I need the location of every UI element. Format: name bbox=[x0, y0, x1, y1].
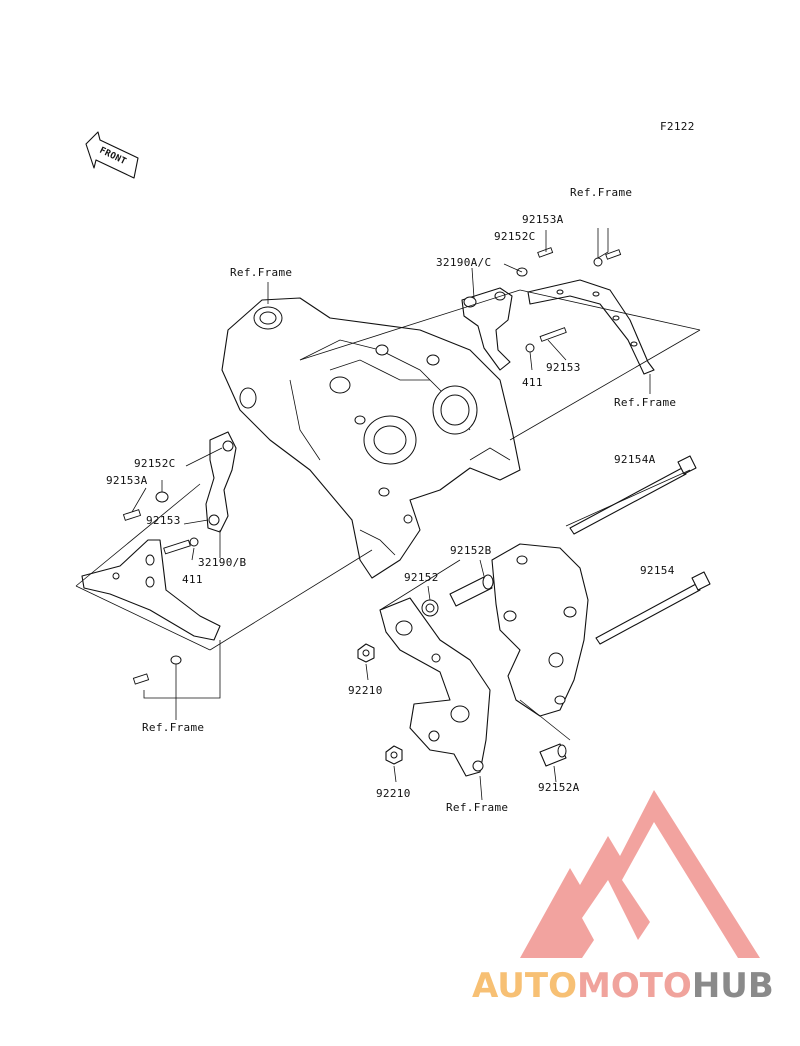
bracket-32190ac bbox=[461, 287, 513, 371]
bolt-92153-left bbox=[163, 539, 191, 555]
diagram-code: F2122 bbox=[660, 120, 695, 133]
washer-92152c-left bbox=[155, 491, 169, 503]
bolt-92153a-top bbox=[537, 247, 554, 258]
washer-411-top bbox=[525, 343, 535, 353]
front-arrow-icon: FRONT bbox=[85, 131, 139, 179]
leader-lines bbox=[75, 228, 701, 801]
label-92153a-left: 92153A bbox=[106, 474, 148, 487]
watermark-moto: MOTO bbox=[577, 966, 692, 1006]
nut-92210-b bbox=[385, 745, 403, 765]
bracket-32190b bbox=[205, 431, 237, 533]
stay-right-arm bbox=[527, 279, 655, 375]
washer-411-left bbox=[189, 537, 199, 547]
label-ref-frame-left: Ref.Frame bbox=[142, 721, 204, 734]
label-ref-frame-bottom: Ref.Frame bbox=[446, 801, 508, 814]
bolt-92154a bbox=[569, 455, 697, 535]
label-92152: 92152 bbox=[404, 571, 439, 584]
engine-bracket-lower bbox=[379, 597, 491, 777]
watermark-auto: AUTO bbox=[472, 966, 577, 1006]
watermark-hub: HUB bbox=[692, 966, 774, 1006]
label-92154: 92154 bbox=[640, 564, 675, 577]
svg-text:AUTOMOTOHUB: AUTOMOTOHUB bbox=[472, 966, 774, 1006]
bolt-92153a-left bbox=[122, 509, 142, 521]
label-92152c-top: 92152C bbox=[494, 230, 536, 243]
label-ref-frame-main: Ref.Frame bbox=[230, 266, 292, 279]
label-92153-top: 92153 bbox=[546, 361, 581, 374]
label-32190b: 32190/B bbox=[198, 556, 247, 569]
collar-92152b bbox=[449, 574, 494, 607]
label-92152c-left: 92152C bbox=[134, 457, 176, 470]
label-32190ac: 32190A/C bbox=[436, 256, 491, 269]
label-411-top: 411 bbox=[522, 376, 543, 389]
label-92210-b: 92210 bbox=[376, 787, 411, 800]
collar-92152 bbox=[421, 599, 439, 617]
nut-92210-a bbox=[357, 643, 375, 663]
stay-left-arm bbox=[81, 539, 221, 641]
watermark-logo: AUTOMOTOHUB bbox=[472, 790, 774, 1006]
label-92154a: 92154A bbox=[614, 453, 656, 466]
label-ref-frame-top-right: Ref.Frame bbox=[570, 186, 632, 199]
collar-92152a bbox=[539, 743, 567, 767]
label-92152a: 92152A bbox=[538, 781, 580, 794]
label-ref-frame-right: Ref.Frame bbox=[614, 396, 676, 409]
label-92210-a: 92210 bbox=[348, 684, 383, 697]
frame-main bbox=[221, 297, 521, 579]
engine-bracket-upper bbox=[491, 543, 589, 717]
bolt-92154 bbox=[595, 571, 711, 645]
watermark-triangle-icon bbox=[520, 790, 760, 958]
bolt-ref-frame-left bbox=[132, 655, 182, 685]
label-92153-left: 92153 bbox=[146, 514, 181, 527]
label-411-left: 411 bbox=[182, 573, 203, 586]
bolt-92153-top bbox=[539, 327, 567, 342]
label-92153a-top: 92153A bbox=[522, 213, 564, 226]
label-92152b: 92152B bbox=[450, 544, 492, 557]
